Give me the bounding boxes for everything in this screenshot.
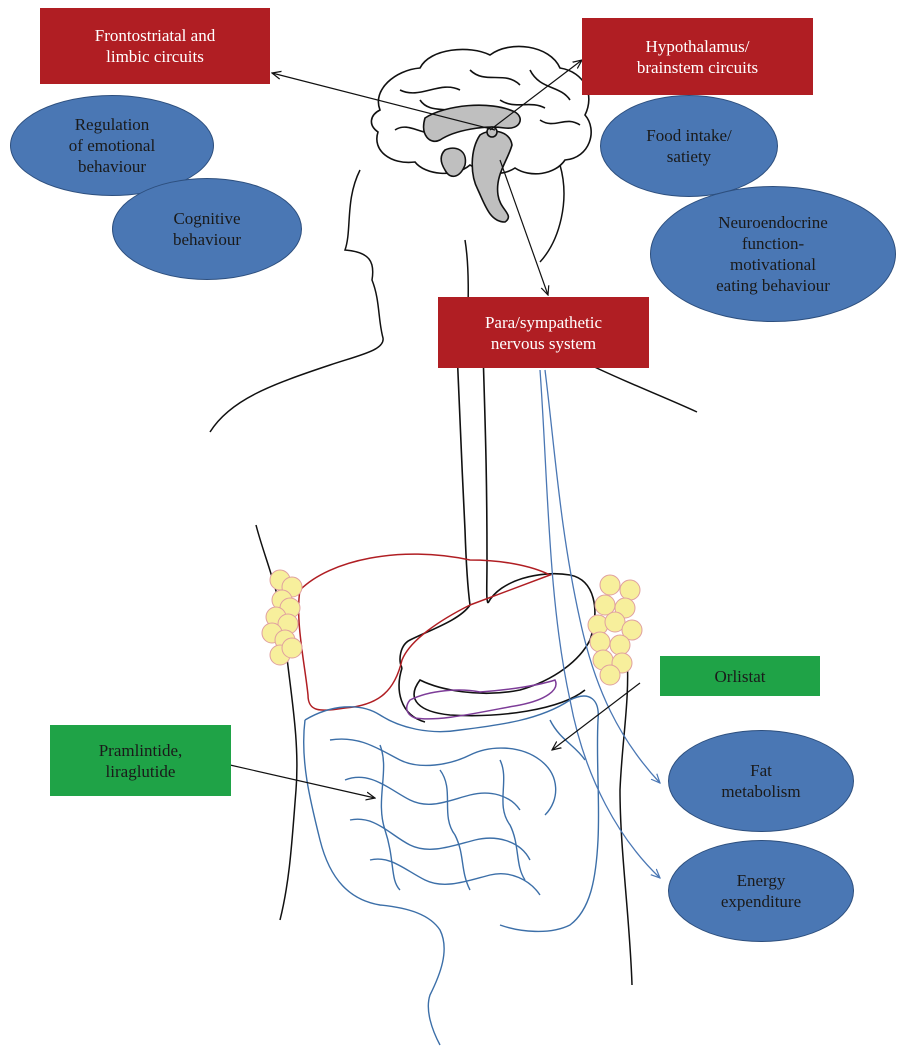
hypothalamus-label: Hypothalamus/ brainstem circuits: [582, 18, 813, 95]
cognitive-text: Cognitive behaviour: [173, 208, 241, 250]
orlistat-text: Orlistat: [715, 666, 766, 687]
brain: [371, 46, 591, 222]
food-intake-oval: Food intake/ satiety: [600, 95, 778, 197]
fat-cells-left: [262, 570, 302, 665]
energy-text: Energy expenditure: [721, 870, 801, 912]
para-sympathetic-text: Para/sympathetic nervous system: [485, 312, 602, 354]
cognitive-oval: Cognitive behaviour: [112, 178, 302, 280]
fat-cells-right: [588, 575, 642, 685]
regulation-text: Regulation of emotional behaviour: [69, 114, 155, 177]
pramlintide-text: Pramlintide, liraglutide: [99, 740, 183, 782]
energy-oval: Energy expenditure: [668, 840, 854, 942]
fat-metabolism-text: Fat metabolism: [721, 760, 800, 802]
fat-metabolism-oval: Fat metabolism: [668, 730, 854, 832]
arrows: [230, 60, 640, 798]
frontostriatal-text: Frontostriatal and limbic circuits: [95, 25, 215, 67]
neuroendocrine-text: Neuroendocrine function- motivational ea…: [716, 212, 830, 296]
digestive-upper: [399, 350, 595, 722]
food-intake-text: Food intake/ satiety: [646, 125, 731, 167]
frontostriatal-label: Frontostriatal and limbic circuits: [40, 8, 270, 84]
liver: [299, 554, 550, 710]
orlistat-label: Orlistat: [660, 656, 820, 696]
neuroendocrine-oval: Neuroendocrine function- motivational ea…: [650, 186, 896, 322]
pramlintide-label: Pramlintide, liraglutide: [50, 725, 231, 796]
para-sympathetic-label: Para/sympathetic nervous system: [438, 297, 649, 368]
hypothalamus-text: Hypothalamus/ brainstem circuits: [637, 36, 758, 78]
pancreas: [407, 680, 556, 719]
